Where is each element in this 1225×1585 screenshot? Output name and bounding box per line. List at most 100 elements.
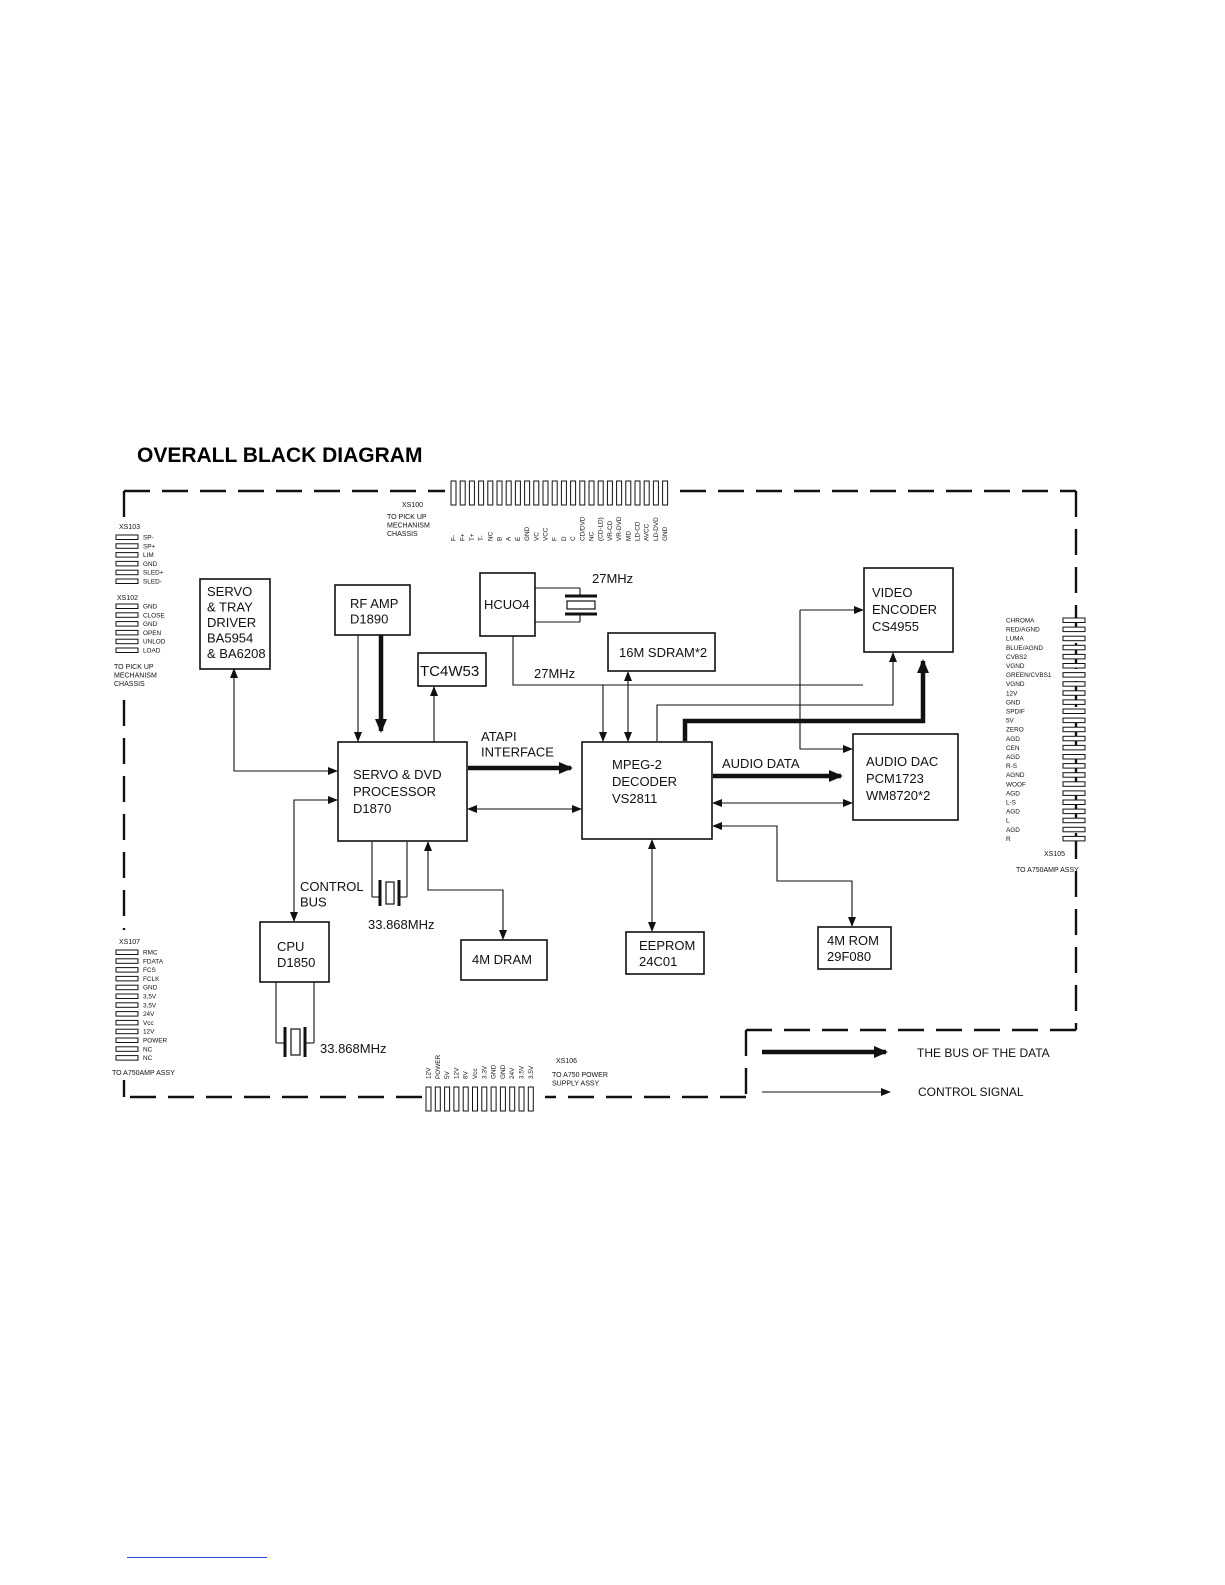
pin-box bbox=[115, 984, 139, 991]
svg-text:TO A750AMP ASSY: TO A750AMP ASSY bbox=[1016, 867, 1079, 874]
pin-label: RED/AGND bbox=[1006, 627, 1040, 634]
pin-box bbox=[1062, 663, 1086, 669]
svg-text:33.868MHz: 33.868MHz bbox=[320, 1041, 386, 1056]
pin-box bbox=[1062, 626, 1086, 633]
pin-label: SLED+ bbox=[143, 570, 164, 577]
svg-text:XS106: XS106 bbox=[556, 1058, 577, 1065]
pin-box bbox=[551, 480, 558, 506]
pin-box bbox=[1062, 799, 1086, 805]
pin-label: GND bbox=[143, 561, 158, 568]
pin-label: GND bbox=[491, 1064, 498, 1079]
pin-label: Vcc bbox=[143, 1020, 154, 1027]
pin-label: GND bbox=[143, 621, 158, 628]
svg-text:33.868MHz: 33.868MHz bbox=[368, 917, 434, 932]
pin-label: 3,5V bbox=[143, 994, 157, 1001]
pin-label: GND bbox=[662, 526, 669, 541]
pin-label: VGND bbox=[1006, 681, 1025, 688]
pin-box bbox=[1062, 817, 1086, 824]
svg-text:27MHz: 27MHz bbox=[592, 571, 633, 586]
pin-label: WOOF bbox=[1006, 781, 1026, 788]
pin-box bbox=[1062, 717, 1086, 724]
pin-label: Vcc bbox=[472, 1068, 479, 1079]
pin-box bbox=[1062, 808, 1086, 815]
pin-label: VR-CD bbox=[607, 520, 614, 541]
pin-box bbox=[481, 1086, 488, 1112]
pin-box bbox=[542, 480, 549, 506]
pin-box bbox=[459, 480, 466, 506]
pin-label: E bbox=[515, 537, 522, 541]
pin-box bbox=[1062, 672, 1086, 678]
pin-box bbox=[496, 480, 503, 506]
pin-box bbox=[1062, 781, 1086, 787]
pin-label: F- bbox=[451, 535, 458, 541]
pin-box bbox=[115, 612, 139, 618]
pin-label: AGD bbox=[1006, 736, 1020, 743]
pin-label: 3.5V bbox=[528, 1065, 535, 1079]
pin-box bbox=[518, 1086, 525, 1112]
control-lines bbox=[230, 606, 897, 940]
pin-box bbox=[1062, 835, 1086, 842]
pin-label: B bbox=[497, 537, 504, 541]
pin-label: GND bbox=[143, 604, 158, 611]
pin-label: NC bbox=[589, 531, 596, 541]
pin-box bbox=[1062, 744, 1086, 751]
pin-box bbox=[1062, 735, 1086, 742]
pin-box bbox=[1062, 826, 1086, 833]
pin-box bbox=[1062, 699, 1086, 705]
pin-label: GND bbox=[143, 985, 158, 992]
pin-box bbox=[606, 480, 613, 506]
crystal-27mhz: 27MHz bbox=[535, 571, 633, 623]
pin-label: L-S bbox=[1006, 800, 1016, 807]
pin-label: SLED- bbox=[143, 579, 162, 586]
pin-label: AGD bbox=[1006, 827, 1020, 834]
pin-box bbox=[425, 1086, 432, 1112]
pin-label: AGD bbox=[1006, 790, 1020, 797]
pin-label: LOAD bbox=[143, 648, 161, 655]
pin-box bbox=[1062, 754, 1086, 760]
pin-label: FCS bbox=[143, 967, 156, 974]
svg-text:16M SDRAM*2: 16M SDRAM*2 bbox=[619, 645, 707, 660]
pin-box bbox=[490, 1086, 497, 1112]
pin-label: POWER bbox=[143, 1038, 168, 1045]
pin-label: MD bbox=[625, 531, 632, 541]
pin-label: 5V bbox=[444, 1070, 451, 1079]
pin-label: CEN bbox=[1006, 745, 1020, 752]
pin-label: 5V bbox=[1006, 718, 1015, 725]
pin-label: GND bbox=[1006, 699, 1021, 706]
svg-text:XS100: XS100 bbox=[402, 502, 423, 509]
pin-label: 3.5V bbox=[519, 1065, 526, 1079]
sdram-block: 16M SDRAM*2 bbox=[607, 632, 716, 672]
svg-text:4M DRAM: 4M DRAM bbox=[472, 952, 532, 967]
pin-label: FCLK bbox=[143, 976, 160, 983]
pin-label: VC bbox=[533, 532, 540, 541]
pin-label: SP+ bbox=[143, 543, 156, 550]
pin-label: SP- bbox=[143, 535, 154, 542]
pin-box bbox=[1062, 617, 1086, 623]
pin-box bbox=[115, 578, 139, 584]
pin-box bbox=[1062, 790, 1086, 796]
pin-label: GND bbox=[500, 1064, 507, 1079]
pin-label: CLOSE bbox=[143, 612, 165, 619]
pin-label: T- bbox=[478, 535, 485, 541]
pin-label: C bbox=[570, 536, 577, 541]
pin-box bbox=[634, 480, 641, 506]
pin-box bbox=[115, 629, 139, 636]
pin-box bbox=[115, 958, 139, 964]
pin-label: 12V bbox=[1006, 690, 1018, 697]
pin-label: LIM bbox=[143, 552, 154, 559]
footer-link-underline[interactable] bbox=[127, 1557, 267, 1558]
pin-box bbox=[115, 560, 139, 567]
